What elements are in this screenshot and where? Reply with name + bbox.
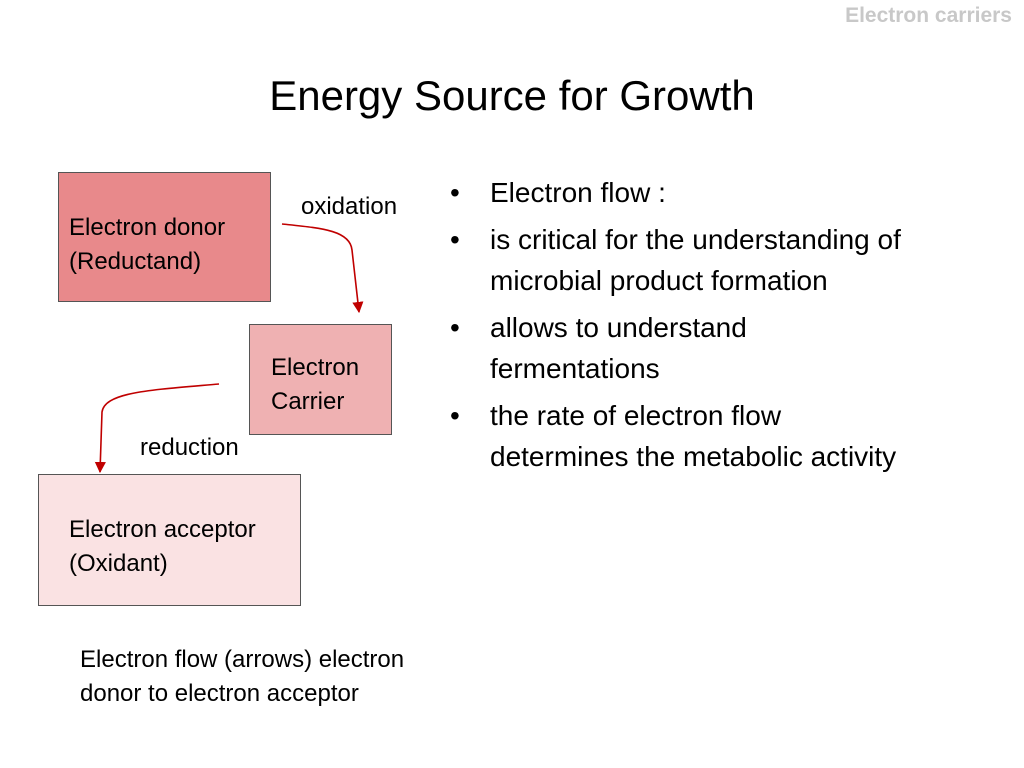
slide-title: Energy Source for Growth (269, 72, 755, 119)
electron-donor-label: Electron donor (69, 214, 226, 241)
electron-carrier-label: Electron (271, 354, 360, 381)
bullet-text: is critical for the understanding of mic… (490, 224, 901, 296)
bullet-text: the rate of electron flow determines the… (490, 400, 897, 472)
electron-carrier-box: Electron Carrier (249, 324, 392, 435)
electron-acceptor-label: Electron acceptor (69, 516, 256, 543)
electron-carrier-sublabel: Carrier (271, 388, 345, 415)
header-tag: Electron carriers (845, 4, 1012, 27)
bullet-dot-icon: • (450, 312, 460, 343)
electron-acceptor-sublabel: (Oxidant) (69, 550, 168, 577)
bullet-item: • the rate of electron flow determines t… (450, 395, 920, 477)
electron-acceptor-box: Electron acceptor (Oxidant) (38, 474, 301, 606)
oxidation-arrow (281, 223, 364, 314)
bullet-item: • is critical for the understanding of m… (450, 219, 920, 301)
bullet-text: Electron flow : (490, 177, 666, 208)
reduction-label: reduction (140, 434, 239, 461)
bullet-list: • Electron flow : • is critical for the … (450, 172, 920, 483)
caption-line-1: Electron flow (arrows) electron (80, 646, 405, 673)
bullet-dot-icon: • (450, 177, 460, 208)
reduction-arrow (94, 383, 220, 474)
oxidation-label: oxidation (301, 193, 398, 220)
electron-donor-box: Electron donor (Reductand) (58, 172, 271, 302)
caption-line-2: donor to electron acceptor (80, 680, 359, 707)
bullet-dot-icon: • (450, 400, 460, 431)
electron-donor-sublabel: (Reductand) (69, 248, 202, 275)
bullet-dot-icon: • (450, 224, 460, 255)
bullet-item: • allows to understand fermentations (450, 307, 920, 389)
diagram-caption: Electron flow (arrows) electron donor to… (80, 643, 404, 711)
bullet-text: allows to understand fermentations (490, 312, 747, 384)
bullet-item: • Electron flow : (450, 172, 920, 213)
